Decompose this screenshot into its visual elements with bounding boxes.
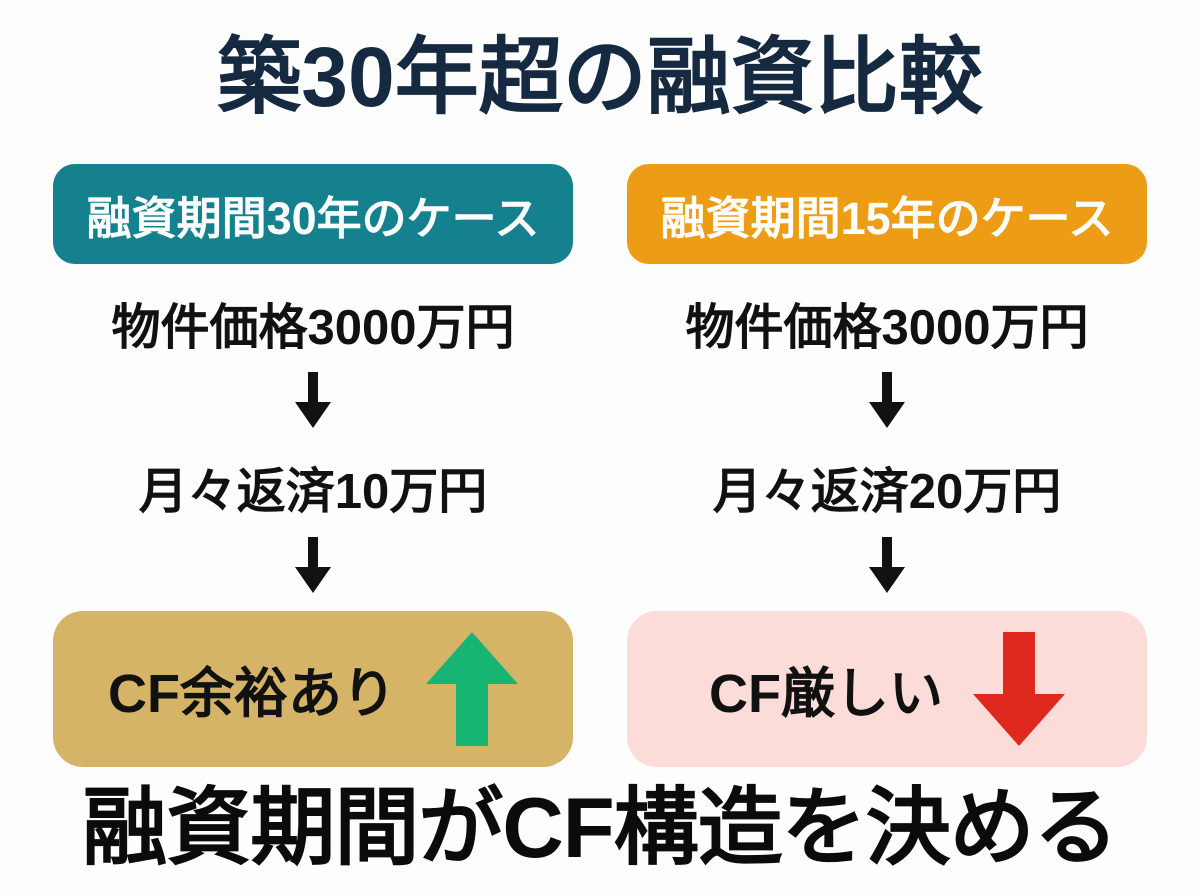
down-arrow-head [295, 402, 331, 429]
down-arrow-head [869, 566, 905, 593]
step-property-price-30y: 物件価格3000万円 [111, 301, 515, 355]
down-arrow-stem [1002, 631, 1035, 696]
page-title: 築30年超の融資比較 [217, 30, 983, 124]
down-arrow-icon [295, 536, 331, 593]
step-monthly-repayment-15y: 月々返済20万円 [712, 465, 1062, 520]
result-box-cf-negative: CF厳しい [627, 610, 1147, 767]
result-label-cf-positive: CF余裕あり [108, 664, 396, 725]
down-arrow-icon [869, 372, 905, 429]
down-arrow-icon [972, 631, 1065, 746]
conclusion-text: 融資期間がCF構造を決める [82, 780, 1118, 876]
up-arrow-icon [425, 631, 518, 746]
down-arrow-stem [882, 536, 892, 571]
comparison-columns: 融資期間30年のケース 物件価格3000万円 月々返済10万円 CF余裕あり 融… [0, 164, 1200, 767]
down-arrow-icon [869, 536, 905, 593]
column-loan-30-years: 融資期間30年のケース 物件価格3000万円 月々返済10万円 CF余裕あり [53, 164, 573, 767]
down-arrow-stem [882, 372, 892, 407]
header-loan-15-years: 融資期間15年のケース [627, 164, 1147, 264]
header-loan-30-years: 融資期間30年のケース [53, 164, 573, 264]
result-box-cf-positive: CF余裕あり [53, 610, 573, 767]
step-monthly-repayment-30y: 月々返済10万円 [138, 465, 488, 520]
down-arrow-head [869, 402, 905, 429]
down-arrow-head [295, 566, 331, 593]
up-arrow-head [425, 631, 518, 684]
down-arrow-icon [295, 372, 331, 429]
column-loan-15-years: 融資期間15年のケース 物件価格3000万円 月々返済20万円 CF厳しい [627, 164, 1147, 767]
down-arrow-stem [308, 536, 318, 571]
up-arrow-stem [455, 681, 488, 746]
result-label-cf-negative: CF厳しい [709, 664, 943, 725]
down-arrow-stem [308, 372, 318, 407]
step-property-price-15y: 物件価格3000万円 [685, 301, 1089, 355]
down-arrow-head [972, 693, 1065, 746]
